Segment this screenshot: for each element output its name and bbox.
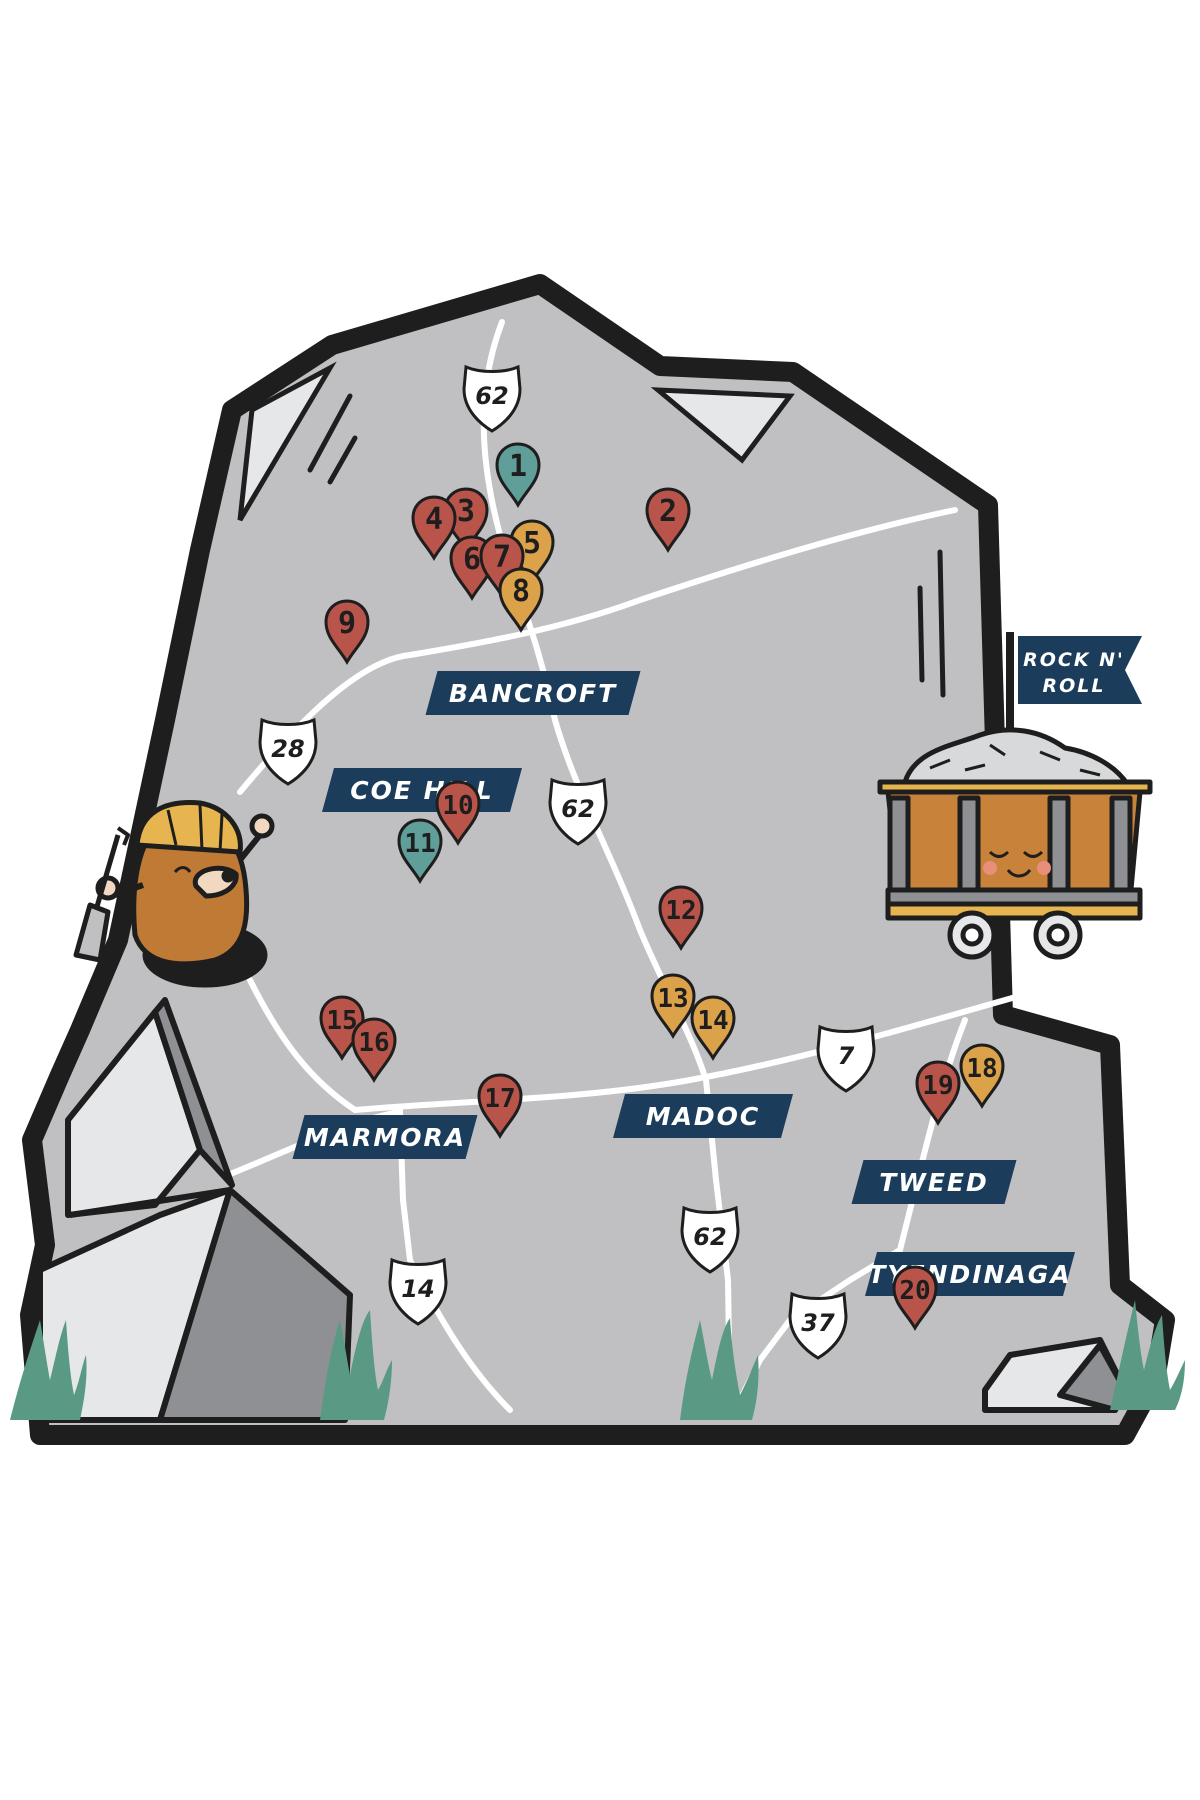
location-pin-2[interactable]: 2 <box>645 487 691 554</box>
location-pin-12[interactable]: 12 <box>658 885 704 952</box>
pin-number: 10 <box>442 791 473 821</box>
pin-number: 18 <box>966 1054 997 1084</box>
town-banner-tweed: TWEED <box>851 1160 1017 1204</box>
pin-number: 5 <box>523 526 541 561</box>
mine-cart-icon <box>877 727 1153 960</box>
boulder-icon <box>37 997 353 1423</box>
pin-number: 11 <box>404 829 435 859</box>
hwy-62-north-label: 62 <box>475 382 508 410</box>
location-pin-1[interactable]: 1 <box>495 442 541 509</box>
pin-number: 15 <box>326 1006 357 1036</box>
pin-number: 7 <box>493 540 511 575</box>
flag-line-1: ROCK N' <box>1023 649 1125 671</box>
hwy-14-shield: 14 <box>388 1257 448 1326</box>
hwy-28-shield: 28 <box>258 717 318 786</box>
rock-notch-facet <box>650 387 795 464</box>
hwy-7-label: 7 <box>838 1042 855 1070</box>
pin-number: 4 <box>425 502 443 537</box>
location-pin-10[interactable]: 10 <box>435 780 481 847</box>
town-banner-bancroft: BANCROFT <box>425 671 641 715</box>
town-label-marmora: MARMORA <box>304 1123 466 1152</box>
pin-number: 12 <box>665 896 696 926</box>
hwy-37-label: 37 <box>801 1309 835 1337</box>
location-pin-3[interactable]: 3 <box>443 487 489 554</box>
pin-number: 16 <box>358 1028 389 1058</box>
pin-number: 9 <box>338 606 356 641</box>
location-pin-9[interactable]: 9 <box>324 599 370 666</box>
hwy-62-south-shield: 62 <box>680 1205 740 1274</box>
town-banner-marmora: MARMORA <box>292 1115 478 1159</box>
pin-number: 3 <box>457 494 475 529</box>
location-pin-14[interactable]: 14 <box>690 995 736 1062</box>
hwy-7-shield: 7 <box>816 1024 876 1093</box>
location-pin-20[interactable]: 20 <box>892 1265 938 1332</box>
location-pin-18[interactable]: 18 <box>959 1043 1005 1110</box>
location-pin-8[interactable]: 8 <box>498 567 544 634</box>
rock-highlight-facet <box>237 361 337 522</box>
town-label-madoc: MADOC <box>646 1102 761 1131</box>
hwy-37-shield: 37 <box>788 1291 848 1360</box>
location-pin-4[interactable]: 4 <box>411 495 457 562</box>
mole-miner-icon <box>73 800 275 988</box>
pin-number: 1 <box>509 449 527 484</box>
location-pin-13[interactable]: 13 <box>650 973 696 1040</box>
pin-number: 19 <box>922 1071 953 1101</box>
location-pin-19[interactable]: 19 <box>915 1060 961 1127</box>
town-label-bancroft: BANCROFT <box>449 679 617 708</box>
grass-icon <box>10 1300 1185 1420</box>
flag-line-2: ROLL <box>1043 675 1106 697</box>
hwy-62-south-label: 62 <box>693 1223 726 1251</box>
hwy-62-mid-label: 62 <box>561 795 594 823</box>
hwy-62-mid-shield: 62 <box>548 777 608 846</box>
pin-number: 13 <box>657 984 688 1014</box>
hwy-62-north-shield: 62 <box>462 364 522 433</box>
town-label-tweed: TWEED <box>879 1168 989 1197</box>
pin-number: 8 <box>512 574 530 609</box>
hwy-14-label: 14 <box>401 1275 434 1303</box>
town-banner-madoc: MADOC <box>613 1094 793 1138</box>
location-pin-11[interactable]: 11 <box>397 818 443 885</box>
pin-number: 2 <box>659 494 677 529</box>
pin-number: 14 <box>697 1006 728 1036</box>
hwy-28-label: 28 <box>271 735 304 763</box>
town-banner-coe-hill: COE HILL <box>322 768 522 812</box>
location-pin-17[interactable]: 17 <box>477 1073 523 1140</box>
pin-number: 6 <box>463 542 481 577</box>
location-pin-16[interactable]: 16 <box>351 1017 397 1084</box>
shovel-icon <box>73 826 130 963</box>
pin-number: 20 <box>899 1276 930 1306</box>
pin-number: 17 <box>484 1084 515 1114</box>
rock-n-roll-flag: ROCK N' ROLL <box>1006 632 1142 730</box>
